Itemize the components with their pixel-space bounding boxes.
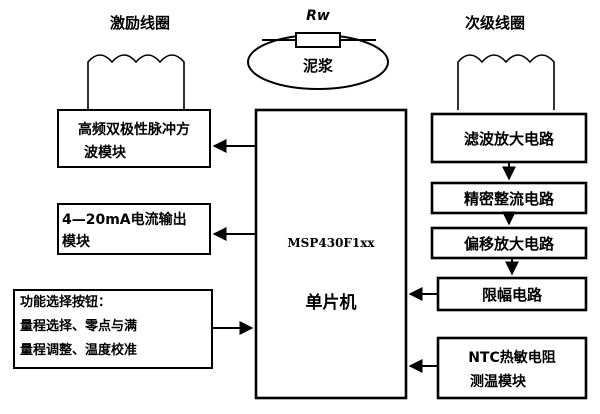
mcu-model-label: MSP430F1xx — [287, 236, 375, 250]
precision-rect-block — [430, 181, 588, 215]
resistor-label: Rw — [306, 8, 330, 24]
pulse-module-line1: 高频双极性脉冲方 — [78, 121, 190, 138]
excitation-coil-label: 激励线圈 — [110, 14, 170, 32]
ntc-module-block — [436, 336, 588, 400]
offset-amp-label: 偏移放大电路 — [464, 235, 555, 253]
function-buttons-line1: 功能选择按钮： — [20, 294, 111, 310]
excitation-coil-icon — [87, 54, 185, 110]
pulse-module-block — [57, 109, 211, 168]
secondary-coil-label: 次级线圈 — [465, 14, 525, 32]
current-output-line2: 模块 — [62, 233, 91, 250]
ntc-module-line2: 测温模块 — [470, 373, 527, 390]
filter-amp-label: 滤波放大电路 — [464, 130, 555, 148]
limiter-label: 限幅电路 — [482, 286, 543, 304]
precision-rect-label: 精密整流电路 — [464, 190, 555, 208]
ntc-module-line1: NTC热敏电阻 — [468, 349, 556, 366]
offset-amp-block — [430, 226, 588, 260]
mcu-name-label: 单片机 — [306, 292, 357, 313]
resistor-rw-icon — [295, 32, 341, 48]
secondary-coil-icon — [457, 54, 555, 110]
slurry-label: 泥浆 — [303, 57, 334, 75]
pulse-module-line2: 波模块 — [84, 144, 127, 161]
mcu-block — [254, 108, 408, 400]
function-buttons-line3: 量程调整、温度校准 — [20, 342, 137, 358]
filter-amp-block — [430, 112, 588, 164]
function-buttons-line2: 量程选择、零点与满 — [20, 318, 137, 334]
limiter-block — [436, 276, 588, 312]
current-output-block — [57, 203, 211, 255]
current-output-line1: 4—20mA电流输出 — [62, 211, 187, 228]
function-buttons-block — [13, 289, 213, 369]
